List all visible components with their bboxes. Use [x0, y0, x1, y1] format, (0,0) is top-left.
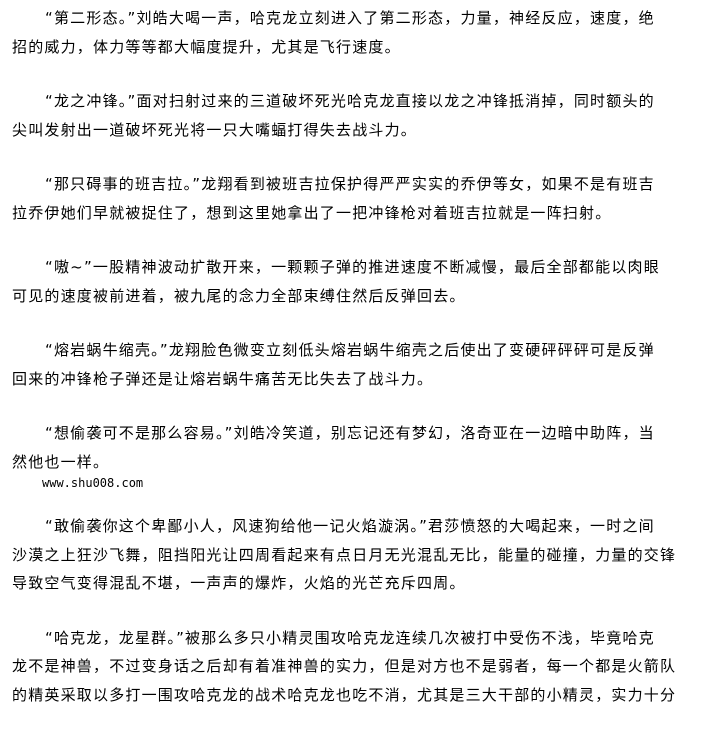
paragraph: “那只碍事的班吉拉。”龙翔看到被班吉拉保护得严严实实的乔伊等女，如果不是有班吉拉… [12, 170, 701, 227]
paragraph: “嗷~”一股精神波动扩散开来，一颗颗子弹的推进速度不断减慢，最后全部都能以肉眼可… [12, 253, 701, 310]
paragraph-line: 回来的冲锋枪子弹还是让熔岩蜗牛痛苦无比失去了战斗力。 [12, 369, 434, 388]
watermark-url: www.shu008.com [42, 476, 144, 490]
paragraph-line: “那只碍事的班吉拉。”龙翔看到被班吉拉保护得严严实实的乔伊等女，如果不是有班吉 [45, 175, 655, 193]
paragraph-line: “第二形态。”刘皓大喝一声，哈克龙立刻进入了第二形态，力量，神经反应，速度，绝 [45, 9, 655, 27]
paragraph: “想偷袭可不是那么容易。”刘皓冷笑道，别忘记还有梦幻，洛奇亚在一边暗中助阵，当然… [12, 419, 701, 476]
paragraph: “龙之冲锋。”面对扫射过来的三道破坏死光哈克龙直接以龙之冲锋抵消掉，同时额头的尖… [12, 87, 701, 144]
paragraph-line: 招的威力，体力等等都大幅度提升，尤其是飞行速度。 [12, 37, 401, 56]
paragraph-line: “龙之冲锋。”面对扫射过来的三道破坏死光哈克龙直接以龙之冲锋抵消掉，同时额头的 [45, 92, 655, 110]
paragraph-line: “嗷~”一股精神波动扩散开来，一颗颗子弹的推进速度不断减慢，最后全部都能以肉眼 [45, 258, 660, 276]
article-body: “第二形态。”刘皓大喝一声，哈克龙立刻进入了第二形态，力量，神经反应，速度，绝招… [12, 4, 701, 735]
paragraph-line: 尖叫发射出一道破坏死光将一只大嘴蝠打得失去战斗力。 [12, 120, 418, 139]
paragraph: “敢偷袭你这个卑鄙小人，风速狗给他一记火焰漩涡。”君莎愤怒的大喝起来，一时之间沙… [12, 512, 701, 598]
paragraph-line: 然他也一样。 [12, 452, 110, 471]
paragraph: “哈克龙，龙星群。”被那么多只小精灵围攻哈克龙连续几次被打中受伤不浅，毕竟哈克龙… [12, 624, 701, 710]
paragraph-line: “敢偷袭你这个卑鄙小人，风速狗给他一记火焰漩涡。”君莎愤怒的大喝起来，一时之间 [45, 517, 655, 535]
paragraph-line: 龙不是神兽，不过变身话之后却有着准神兽的实力，但是对方也不是弱者，每一个都是火箭… [12, 657, 677, 675]
paragraph-line: 的精英采取以多打一围攻哈克龙的战术哈克龙也吃不消，尤其是三大干部的小精灵，实力十… [12, 685, 677, 704]
paragraph-line: “熔岩蜗牛缩壳。”龙翔脸色微变立刻低头熔岩蜗牛缩壳之后使出了变硬砰砰砰可是反弹 [45, 341, 655, 359]
paragraph: “第二形态。”刘皓大喝一声，哈克龙立刻进入了第二形态，力量，神经反应，速度，绝招… [12, 4, 701, 61]
paragraph-line: “哈克龙，龙星群。”被那么多只小精灵围攻哈克龙连续几次被打中受伤不浅，毕竟哈克 [45, 628, 655, 647]
paragraph-line: 拉乔伊她们早就被捉住了，想到这里她拿出了一把冲锋枪对着班吉拉就是一阵扫射。 [12, 203, 612, 222]
paragraph-line: 沙漠之上狂沙飞舞，阻挡阳光让四周看起来有点日月无光混乱无比，能量的碰撞，力量的交… [12, 545, 677, 564]
paragraph: “熔岩蜗牛缩壳。”龙翔脸色微变立刻低头熔岩蜗牛缩壳之后使出了变硬砰砰砰可是反弹回… [12, 336, 701, 393]
paragraph-line: 可见的速度被前进着，被九尾的念力全部束缚住然后反弹回去。 [12, 286, 466, 305]
paragraph-line: 导致空气变得混乱不堪，一声声的爆炸，火焰的光芒充斥四周。 [12, 574, 466, 592]
paragraph-line: “想偷袭可不是那么容易。”刘皓冷笑道，别忘记还有梦幻，洛奇亚在一边暗中助阵，当 [45, 424, 655, 442]
